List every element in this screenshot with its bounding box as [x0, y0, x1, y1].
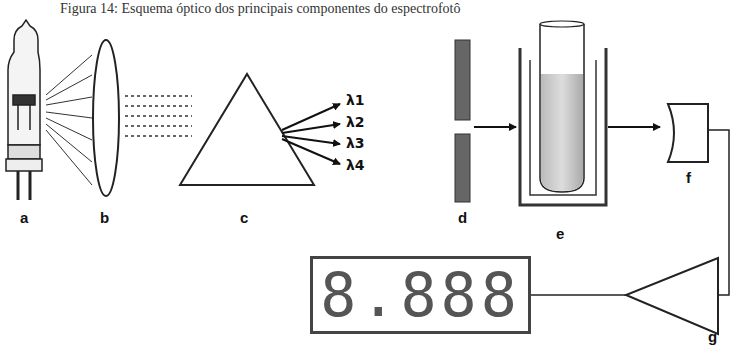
digital-display: 8.888 — [310, 256, 531, 334]
display-reading: 8.888 — [320, 265, 521, 325]
wavelength-label: λ2 — [346, 115, 365, 129]
prism — [180, 74, 314, 185]
figure-caption: Figura 14: Esquema óptico dos principais… — [60, 2, 460, 16]
detector — [668, 104, 708, 162]
part-letter: f — [686, 170, 691, 185]
slit — [455, 40, 470, 202]
part-letter: e — [556, 226, 564, 241]
part-letter: d — [458, 210, 467, 225]
wavelength-label: λ4 — [346, 158, 365, 172]
dispersed-rays — [282, 104, 340, 164]
light-rays — [46, 55, 92, 185]
lens — [93, 40, 119, 196]
beam-arrow — [608, 126, 660, 128]
lamp — [6, 20, 42, 200]
beam-arrow — [474, 126, 516, 128]
collimated-beam — [125, 96, 192, 136]
part-letter: g — [708, 329, 717, 344]
wavelength-label: λ3 — [346, 136, 365, 150]
part-letter: b — [100, 210, 109, 225]
cuvette — [520, 21, 606, 205]
part-letter: a — [20, 210, 28, 225]
wavelength-label: λ1 — [346, 93, 365, 107]
amplifier — [626, 258, 718, 334]
part-letter: c — [240, 210, 248, 225]
